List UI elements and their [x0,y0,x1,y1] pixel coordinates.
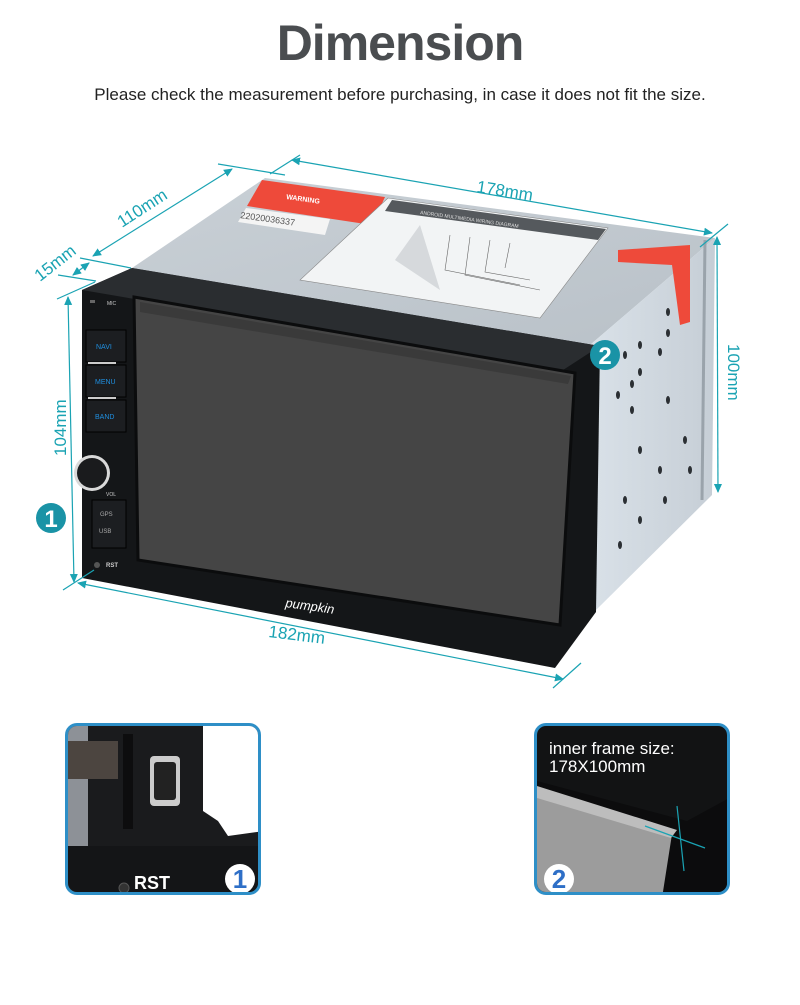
usb-port-closeup [68,726,258,892]
navi-button[interactable] [85,329,127,363]
dim-line-top-width [291,157,713,236]
dim-line-front-height [64,296,78,583]
dim-label-front-height: 104mm [51,399,70,456]
dim-label-rear-height: 100mm [724,344,743,401]
usb-label: USB [99,529,111,535]
reset-hole[interactable] [94,562,100,568]
inner-frame-note: inner frame size: 178X100mm [549,740,675,776]
inner-frame-note-line2: 178X100mm [549,757,646,776]
dim-label-front-lip: 15mm [31,241,80,285]
dim-line-rear-height [713,236,722,493]
dim-line-front-width [77,580,564,682]
callout-badge-1[interactable]: 1 [36,503,66,533]
corner-warning-sticker [618,245,690,325]
band-button[interactable] [85,399,127,433]
page-subtitle: Please check the measurement before purc… [94,85,706,104]
dim-label-front-width: 182mm [268,622,327,648]
callout-badge-2-number: 2 [598,343,611,370]
menu-button[interactable] [85,364,127,398]
mic-hole [90,300,95,303]
dim-line-front-lip [72,262,90,276]
navi-label: NAVI [96,344,112,351]
dim-label-top-width: 178mm [475,177,534,205]
dim-line-depth [92,168,233,257]
menu-label: MENU [95,379,116,386]
detail-badge-1: 1 [225,864,255,892]
button-panel: NAVI MENU BAND MIC GPS USB VOL RST [85,300,127,569]
inner-frame-note-line1: inner frame size: [549,739,675,758]
dimension-lines [56,154,729,689]
frame-corner-closeup [537,781,727,892]
detail-panel-reset: RST 1 [65,723,261,895]
gps-label: GPS [100,512,113,518]
chassis-holes [616,308,692,549]
callout-badge-2[interactable]: 2 [590,340,620,370]
band-label: BAND [95,414,114,421]
mic-label: MIC [107,301,117,307]
page-title: Dimension [276,15,525,71]
detail-panel-inner-frame: inner frame size: 178X100mm 2 [534,723,730,895]
reset-label: RST [106,563,118,569]
detail-reset-label: RST [134,873,170,893]
chassis-side [590,238,715,610]
detail-badge-2: 2 [544,864,574,892]
vol-label: VOL [106,492,116,498]
dim-label-depth: 110mm [114,185,171,231]
callout-badge-1-number: 1 [44,506,57,533]
